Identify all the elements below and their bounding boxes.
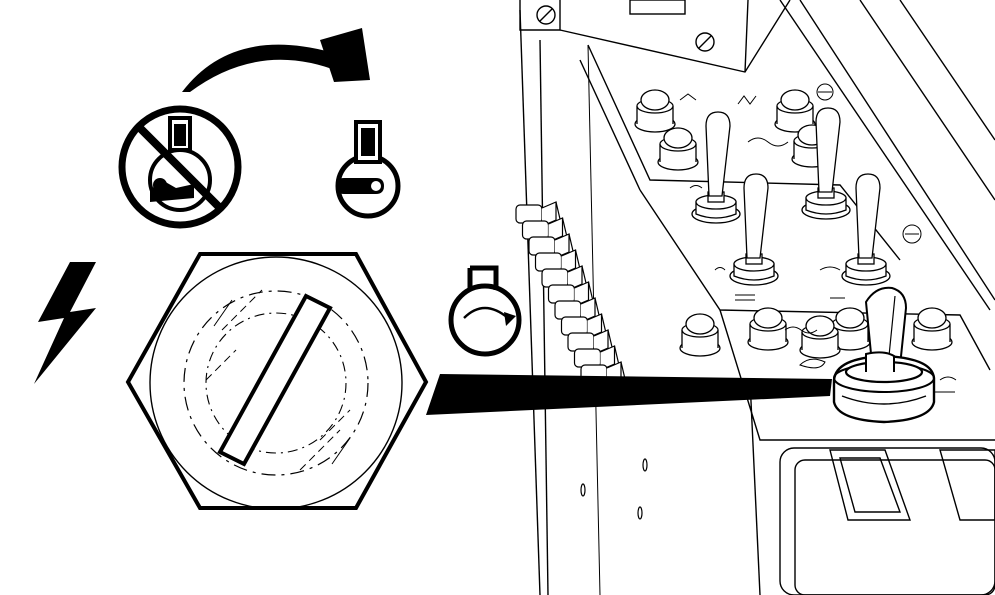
rotation-arrow-icon <box>182 28 370 92</box>
panel-rivet <box>580 483 586 497</box>
toggle-switch-group <box>691 107 891 286</box>
round-push-button <box>747 307 789 351</box>
toggle-switch <box>729 173 779 286</box>
key-switch-detail-icon <box>125 252 429 510</box>
ignition-key-icon <box>335 120 401 219</box>
round-push-button <box>911 307 953 351</box>
round-push-button <box>634 89 676 133</box>
screw-left-icon <box>536 5 556 25</box>
screw-right-icon <box>695 32 715 52</box>
side-switch <box>560 313 607 339</box>
console-bay <box>779 447 995 595</box>
side-switch <box>534 249 581 275</box>
side-switch <box>521 217 568 243</box>
toggle-switch <box>841 173 891 286</box>
round-push-button <box>799 315 841 359</box>
control-panel <box>519 0 995 595</box>
toggle-switch <box>801 107 851 220</box>
round-push-button <box>657 127 699 171</box>
side-switch <box>567 329 613 355</box>
panel-rivet <box>642 458 648 472</box>
panel-rivet <box>637 506 643 520</box>
no-ignition-key-icon <box>118 105 242 229</box>
side-switch <box>528 233 574 259</box>
electrical-lightning-icon <box>34 262 96 384</box>
top-housing-box <box>519 0 791 73</box>
side-switch <box>573 345 620 371</box>
callout-pointer <box>426 374 832 415</box>
toggle-switch <box>691 111 741 224</box>
ignition-key-switch <box>426 286 936 424</box>
side-switch <box>515 201 561 227</box>
side-switch <box>547 281 594 307</box>
side-switch-stack <box>515 201 648 520</box>
engine-rotate-icon <box>448 265 522 357</box>
round-push-button <box>679 313 721 357</box>
round-push-button <box>829 307 871 351</box>
key-blade <box>864 286 908 368</box>
